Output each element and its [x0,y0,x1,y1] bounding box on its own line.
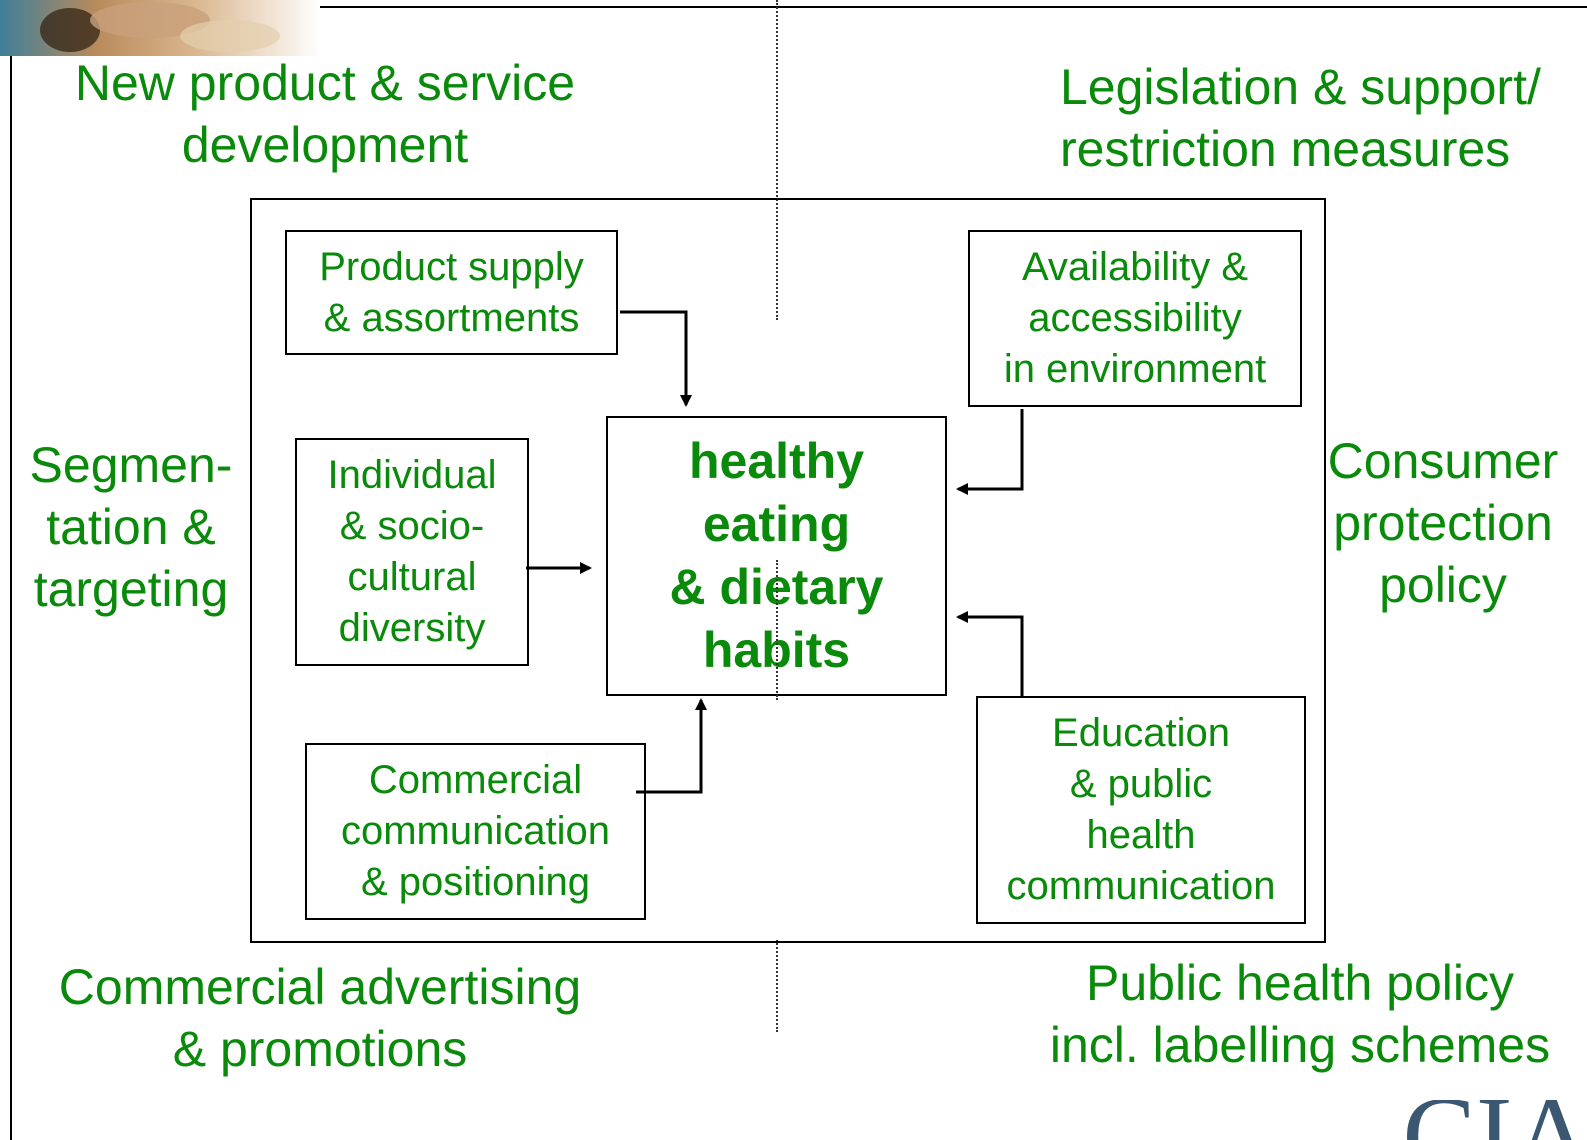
box-product-supply-line1: Product supply [319,244,584,289]
box-education-line4: communication [1006,864,1276,908]
box-availability: Availability & accessibility in environm… [968,230,1302,407]
svg-text:CIA: CIA [1403,1100,1587,1140]
box-education-line3: health [1086,813,1196,857]
inner-frame [250,198,1326,943]
box-commercial-line2: communication [340,809,610,853]
label-top-right-line2: restriction measures [1060,121,1511,177]
label-top-left: New product & service development [30,52,620,176]
box-education: Education & public health communication [976,696,1306,924]
label-right-side: Consumer protection policy [1318,430,1568,616]
label-top-right: Legislation & support/ restriction measu… [1040,56,1587,180]
label-left-line2: tation & [46,499,216,555]
label-top-left-line1: New product & service [74,55,576,111]
label-bottom-right-line2: incl. labelling schemes [1049,1017,1551,1073]
outer-frame-top [310,6,1587,8]
label-right-line3: policy [1379,557,1507,613]
label-left-side: Segmen- tation & targeting [16,434,246,620]
box-availability-line1: Availability & [1021,245,1249,289]
vertical-divider-top [776,0,778,320]
box-center-line1: healthy [688,433,865,489]
box-education-line2: & public [1069,762,1213,806]
box-individual-line2: & socio- [339,504,485,548]
box-individual-line1: Individual [327,453,497,497]
box-commercial-line3: & positioning [360,860,591,904]
box-availability-line2: accessibility [1028,296,1242,340]
vertical-divider-center [776,560,778,700]
header-photo-image [0,0,320,56]
label-bottom-left-line1: Commercial advertising [58,959,582,1015]
cia-logo: CIA [1387,1100,1587,1140]
box-commercial: Commercial communication & positioning [305,743,646,920]
box-product-supply: Product supply & assortments [285,230,618,355]
label-left-line1: Segmen- [29,437,233,493]
label-bottom-right: Public health policy incl. labelling sch… [1020,952,1580,1076]
box-center-line2: eating [702,496,851,552]
label-top-right-line1: Legislation & support/ [1060,59,1541,115]
box-commercial-line1: Commercial [368,758,583,802]
label-bottom-right-line1: Public health policy [1085,955,1515,1011]
label-top-left-line2: development [181,117,469,173]
box-product-supply-line2: & assortments [323,295,580,340]
label-left-line3: targeting [33,561,229,617]
outer-frame-left [10,54,12,1140]
label-right-line2: protection [1333,495,1553,551]
box-individual: Individual & socio- cultural diversity [295,438,529,666]
box-education-line1: Education [1052,711,1230,755]
box-availability-line3: in environment [1003,347,1267,391]
label-right-line1: Consumer [1327,433,1559,489]
vertical-divider-bottom [776,940,778,1032]
label-bottom-left-line2: & promotions [172,1021,468,1077]
label-bottom-left: Commercial advertising & promotions [30,956,610,1080]
box-individual-line4: diversity [338,606,486,650]
box-individual-line3: cultural [347,555,477,599]
